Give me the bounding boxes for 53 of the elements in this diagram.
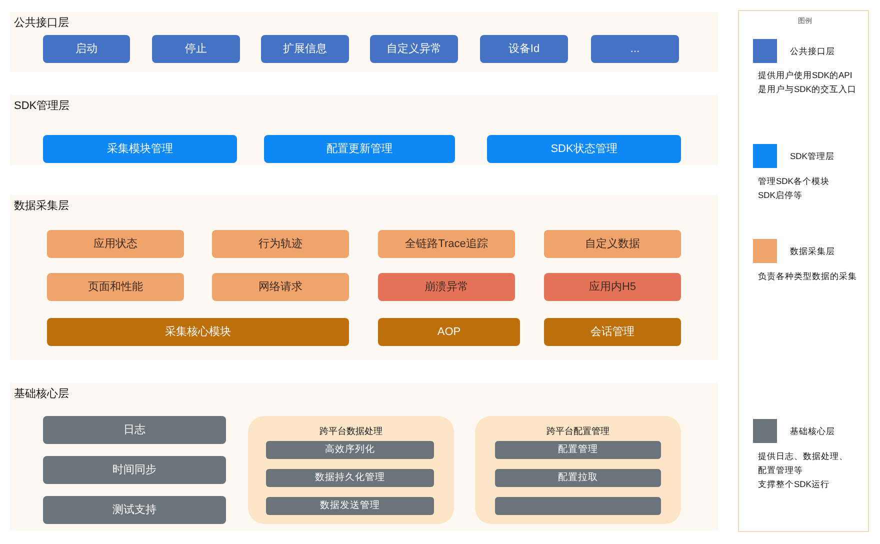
interface-box: 设备Id bbox=[480, 35, 568, 63]
layer-title: 公共接口层 bbox=[14, 16, 69, 30]
interface-box: ... bbox=[591, 35, 679, 63]
module-box: 日志 bbox=[43, 416, 226, 444]
module-box: 自定义数据 bbox=[544, 230, 681, 258]
layer-band bbox=[10, 95, 718, 165]
module-box: 采集核心模块 bbox=[47, 318, 349, 346]
module-box: 配置管理 bbox=[495, 441, 661, 459]
module-box: 网络请求 bbox=[212, 273, 349, 301]
module-box: 应用状态 bbox=[47, 230, 184, 258]
layer-band bbox=[10, 12, 718, 72]
module-box: AOP bbox=[378, 318, 520, 346]
interface-box: 启动 bbox=[43, 35, 130, 63]
legend-note: SDK启停等 bbox=[758, 190, 802, 202]
module-box: 配置更新管理 bbox=[264, 135, 455, 163]
layer-title: 基础核心层 bbox=[14, 386, 69, 401]
legend-note: 支撑整个SDK运行 bbox=[758, 479, 830, 491]
module-box: 应用内H5 bbox=[544, 273, 681, 301]
legend-note: 负责各种类型数据的采集 bbox=[758, 271, 857, 283]
interface-box: 自定义异常 bbox=[370, 35, 458, 63]
interface-box: 扩展信息 bbox=[261, 35, 349, 63]
layer-title: 数据采集层 bbox=[14, 199, 69, 213]
module-box: 会话管理 bbox=[544, 318, 681, 346]
group-title: 跨平台数据处理 bbox=[320, 426, 382, 436]
legend-note: 提供日志、数据处理、 bbox=[758, 451, 848, 463]
legend-label: 数据采集层 bbox=[790, 246, 835, 258]
module-box: 采集模块管理 bbox=[43, 135, 237, 163]
module-box: 数据发送管理 bbox=[266, 497, 434, 515]
module-box: 全链路Trace追踪 bbox=[378, 230, 515, 258]
module-box: 时间同步 bbox=[43, 456, 226, 484]
module-box: 崩溃异常 bbox=[378, 273, 515, 301]
layer-title: SDK管理层 bbox=[14, 99, 70, 113]
group-panel bbox=[475, 416, 681, 524]
module-box: 页面和性能 bbox=[47, 273, 184, 301]
layer-band bbox=[10, 383, 718, 531]
legend-label: SDK管理层 bbox=[790, 151, 834, 163]
module-box: 行为轨迹 bbox=[212, 230, 349, 258]
module-box: SDK状态管理 bbox=[487, 135, 681, 163]
group-panel bbox=[248, 416, 454, 524]
legend-note: 提供用户使用SDK的API bbox=[758, 70, 852, 82]
interface-box: 停止 bbox=[152, 35, 240, 63]
legend-label: 公共接口层 bbox=[790, 46, 835, 58]
group-title: 跨平台配置管理 bbox=[546, 426, 610, 436]
layer-band bbox=[10, 195, 718, 360]
legend-note: 配置管理等 bbox=[758, 465, 803, 477]
module-box: 测试支持 bbox=[43, 496, 226, 524]
module-box bbox=[495, 497, 661, 515]
module-box: 数据持久化管理 bbox=[266, 469, 434, 487]
legend-note: 是用户与SDK的交互入口 bbox=[758, 84, 856, 96]
module-box: 配置拉取 bbox=[495, 469, 661, 487]
module-box: 高效序列化 bbox=[266, 441, 434, 459]
legend-label: 基础核心层 bbox=[790, 426, 835, 438]
legend-note: 管理SDK各个模块 bbox=[758, 176, 830, 188]
